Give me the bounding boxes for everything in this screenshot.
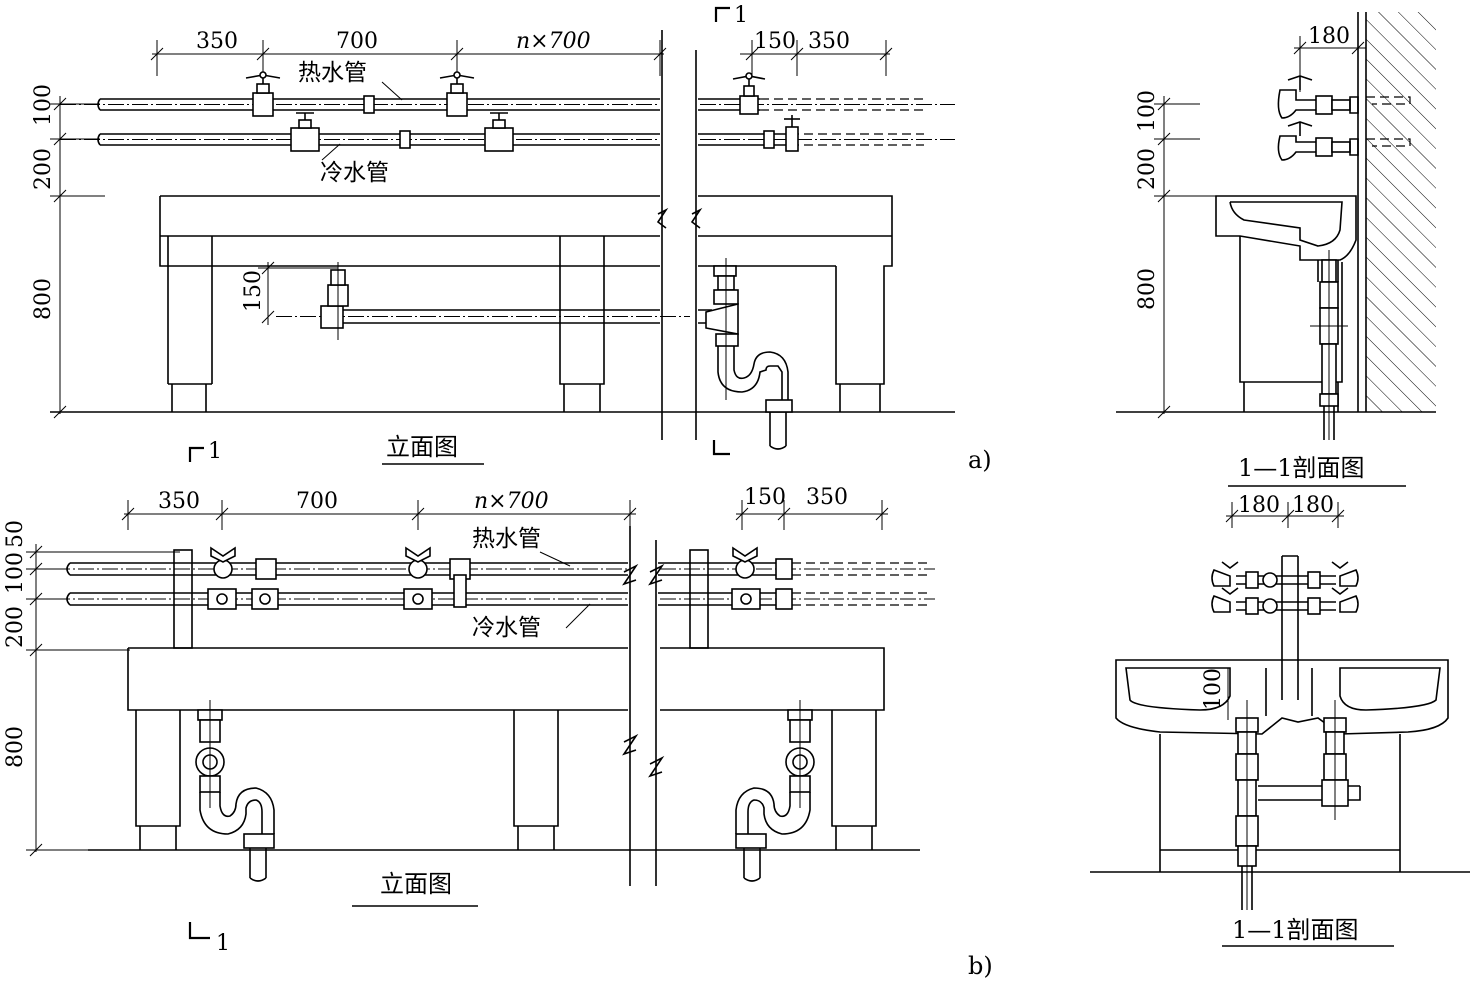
a-section-cold-tap: [1277, 121, 1411, 161]
a-dim-200: 200: [31, 148, 56, 190]
a-dim-n700: n×700: [516, 29, 591, 54]
b-dim-350-left: 350: [158, 489, 200, 514]
b-left-vertical-dimension: [26, 544, 180, 857]
a-section-dim-800: 800: [1135, 268, 1160, 310]
a-hot-pipe-label: 热水管: [298, 60, 367, 86]
b-riser: [453, 574, 467, 608]
a-section-dim-100: 100: [1135, 90, 1160, 132]
b-cold-valve-4: [731, 588, 761, 610]
b-dim-800: 800: [3, 726, 28, 768]
a-cold-coupling-right: [763, 130, 775, 149]
b-cold-valve-1: [207, 588, 237, 610]
panel-a-section: 180: [1116, 12, 1436, 487]
b-section-dim-180-right: 180: [1292, 493, 1334, 518]
b-cold-pipe-leader: [565, 603, 591, 629]
b-hot-pipe-leader: [539, 551, 571, 567]
a-section-dim-200: 200: [1135, 148, 1160, 190]
a-top-dimension-line: [150, 40, 893, 76]
a-s-trap: [705, 258, 793, 450]
b-section-drain-left: [1235, 700, 1259, 910]
b-cold-water-pipe: [30, 592, 935, 606]
a-trap-dim: [258, 261, 338, 325]
a-hot-tap-2: [439, 71, 475, 117]
a-section-basin: [1215, 195, 1357, 412]
b-section-dim-100: 100: [1201, 668, 1226, 710]
a-hot-water-pipe: [60, 98, 955, 111]
a-dim-350-right: 350: [808, 29, 850, 54]
b-s-trap-left: [195, 700, 275, 882]
a-section-mark-top-label: 1: [734, 3, 748, 28]
a-section-mark-left: [188, 446, 204, 462]
b-section-mark-left: [188, 922, 210, 940]
b-s-trap-right: [735, 700, 815, 882]
a-elevation-title: 立面图: [386, 433, 458, 461]
b-dim-700: 700: [296, 489, 338, 514]
a-dim-150: 150: [754, 29, 796, 54]
a-cold-pipe-label: 冷水管: [320, 160, 389, 186]
a-hot-coupling: [363, 95, 375, 114]
b-hot-coupling-3: [775, 558, 793, 580]
b-dim-200: 200: [3, 606, 28, 648]
a-section-drain: [1310, 250, 1348, 440]
a-dim-350-left: 350: [196, 29, 238, 54]
b-cold-valve-2: [251, 588, 279, 610]
a-hot-pipe-leader: [381, 81, 403, 101]
b-top-dimension-line: [121, 500, 889, 530]
b-section-taps: [1211, 561, 1359, 615]
b-section-drain-right: [1258, 700, 1361, 820]
b-break-lines: [622, 526, 665, 886]
b-section-basin: [1115, 659, 1449, 872]
b-section-title: 1—1剖面图: [1232, 916, 1359, 944]
b-hot-tap-2: [405, 546, 431, 579]
b-section-top-dim: [1225, 502, 1345, 528]
b-elevation-title: 立面图: [380, 870, 452, 898]
a-dim-700: 700: [336, 29, 378, 54]
panel-b-section: 180 180 100: [1090, 493, 1470, 947]
a-dim-800: 800: [31, 278, 56, 320]
a-hot-tap-1: [245, 71, 281, 117]
b-hot-coupling-1: [255, 558, 277, 580]
a-dim-100: 100: [31, 84, 56, 126]
a-dim-150-trap: 150: [241, 270, 266, 312]
a-section-mark-top: [714, 6, 730, 22]
b-cold-pipe-label: 冷水管: [472, 615, 541, 641]
a-cold-pipe-leader: [321, 143, 341, 161]
a-cold-valve-3: [784, 115, 800, 152]
panel-b-elevation: 350 700 n×700 150 350: [3, 485, 935, 956]
a-cold-coupling: [399, 130, 411, 149]
b-dim-150: 150: [744, 485, 786, 510]
b-section-riser: [1281, 555, 1299, 700]
b-hot-water-pipe: [30, 562, 935, 576]
b-dim-100: 100: [3, 552, 28, 594]
a-cold-water-pipe: [60, 133, 955, 146]
b-hot-tap-3: [732, 546, 758, 579]
a-section-dim-180: 180: [1308, 24, 1350, 49]
a-section-vertical-dim: [1154, 96, 1216, 419]
a-section-hot-tap: [1277, 75, 1411, 119]
b-dim-n700: n×700: [474, 489, 549, 514]
a-section-title: 1—1剖面图: [1238, 454, 1365, 482]
panel-a-elevation: 350 700 n×700 150 350 1: [31, 3, 955, 465]
b-hot-tap-1: [210, 546, 236, 579]
b-section-dim-180-left: 180: [1238, 493, 1280, 518]
b-dim-350-right: 350: [806, 485, 848, 510]
a-cold-valve-2: [484, 112, 514, 152]
b-cold-valve-3: [403, 588, 433, 610]
b-panel-label: b): [968, 952, 993, 980]
a-hot-tap-3: [732, 72, 766, 115]
a-section-mark-bottom: [712, 440, 730, 456]
b-dim-50: 50: [3, 520, 28, 548]
b-hot-pipe-label: 热水管: [472, 526, 541, 552]
a-cold-valve-1: [290, 112, 320, 152]
a-drain-horizontal-pipe: [276, 262, 712, 340]
a-panel-label: a): [968, 446, 992, 474]
b-section-mark-left-label: 1: [216, 931, 230, 956]
a-wall-hatch: [1366, 12, 1436, 412]
b-basin-body: [127, 647, 885, 850]
a-section-mark-left-label: 1: [208, 439, 222, 464]
b-cold-coupling-3: [775, 588, 793, 610]
